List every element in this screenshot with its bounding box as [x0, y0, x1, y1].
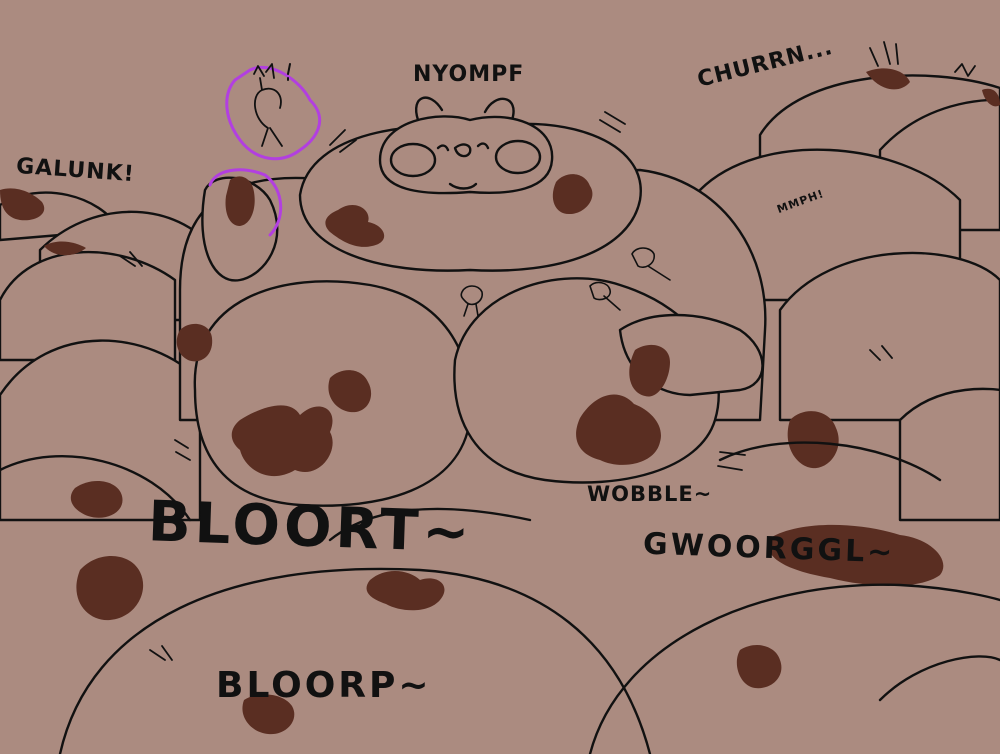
nose [453, 143, 472, 158]
spot [44, 241, 86, 256]
character-face [378, 96, 554, 195]
mound-mid-right [718, 441, 942, 482]
mound-bottom-left [58, 567, 652, 754]
motion-line [869, 345, 893, 361]
eye-left [436, 144, 450, 152]
spot [366, 570, 445, 611]
mound-right-edge [878, 655, 1000, 702]
sfx-bloorp: BLOORP~ [216, 665, 432, 706]
spot [866, 68, 910, 90]
mound-bottom-right [588, 583, 1000, 754]
mound-far-right-mid [898, 387, 1000, 522]
mound-mid-center [328, 507, 532, 542]
motion-line [149, 645, 173, 661]
spot [325, 205, 385, 247]
cheek-left [389, 142, 437, 178]
tiny-creature-right-a [589, 281, 621, 311]
spot [768, 524, 944, 586]
magic-aura [225, 65, 322, 161]
mound-mid-left [0, 455, 192, 522]
spot [576, 394, 661, 465]
sfx-gwoorggl: GWOORGGL~ [642, 526, 896, 571]
floating-creature-body [253, 63, 283, 147]
motion-lines [119, 41, 976, 661]
spot [225, 176, 255, 226]
spot [787, 411, 839, 469]
spots [0, 68, 1000, 735]
motion-line [599, 111, 626, 133]
spot [629, 344, 670, 397]
motion-line [174, 439, 191, 461]
spot [242, 694, 295, 735]
motion-line [119, 251, 143, 267]
foreground-mounds [0, 441, 1000, 754]
cheek-right [494, 139, 542, 175]
tiny-creature-center [460, 285, 483, 317]
spot [328, 370, 372, 413]
background-mounds [0, 74, 1000, 522]
sfx-wobble: WOBBLE~ [587, 482, 713, 506]
mouth [448, 182, 478, 190]
mound-left-mid [0, 250, 177, 362]
eye-right [476, 142, 490, 150]
tiny-creature-right-b [631, 247, 671, 281]
motion-line [869, 41, 899, 67]
ear-left [415, 96, 444, 122]
tiny-creatures [460, 247, 671, 317]
spot [176, 323, 213, 362]
spot [231, 405, 333, 477]
sfx-bloort: BLOORT~ [146, 489, 475, 566]
motion-line [329, 129, 357, 153]
magic-aura-lower [208, 168, 283, 237]
motion-line [954, 63, 976, 77]
motion-line [717, 451, 746, 471]
spot [76, 555, 144, 621]
spot [982, 88, 1000, 107]
floating-creature [208, 63, 322, 237]
sfx-nyompf: NYOMPF [413, 62, 525, 87]
spot [70, 481, 123, 518]
spot [552, 174, 593, 215]
mark-exclamation [287, 63, 291, 81]
spot [736, 645, 782, 689]
spot [0, 188, 45, 221]
ear-right [483, 97, 515, 122]
